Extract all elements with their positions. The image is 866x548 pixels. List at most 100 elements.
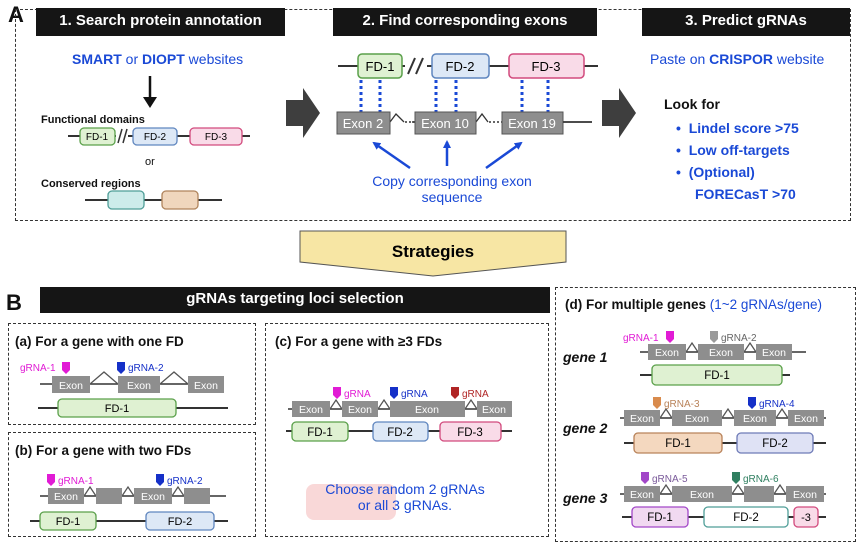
bullet-dot: • [676, 164, 689, 180]
fd3-partial-label: -3 [801, 512, 811, 524]
fd2-label: FD-2 [762, 438, 788, 450]
copy-line-1: Copy corresponding exon [372, 173, 532, 189]
exon-label: Exon [194, 380, 218, 392]
conserved-region-2 [161, 190, 199, 210]
note-line-2: or all 3 gRNAs. [357, 497, 453, 513]
criteria-lindel: Lindel score >75 [688, 120, 799, 136]
grna6-label: gRNA-6 [743, 474, 779, 485]
fd1-label: FD-1 [307, 427, 333, 439]
grna-marker-icon [666, 331, 674, 343]
grna1-label: gRNA-1 [58, 476, 94, 487]
smart-label: SMART [72, 51, 122, 67]
websites-suffix: websites [184, 51, 244, 67]
step1-fd-row: FD-1 FD-2 FD-3 [68, 127, 250, 146]
bullet-dot: • [676, 120, 689, 136]
subpanel-c-title: (c) For a gene with ≥3 FDs [275, 334, 443, 349]
exon-label: Exon [482, 404, 506, 416]
fd1-label: FD-1 [56, 516, 80, 528]
exon-label: Exon [141, 491, 165, 503]
exon-label: Exon [794, 413, 818, 425]
criteria-offtarget: Low off-targets [688, 142, 790, 158]
right-arrow-icon [602, 88, 636, 138]
grna5-label: gRNA-5 [652, 474, 688, 485]
step2-domain-row: FD-1 FD-2 FD-3 [338, 53, 598, 112]
grna-label: gRNA [344, 389, 371, 400]
grna3-label: gRNA-3 [664, 399, 700, 410]
panel-b-letter: B [6, 290, 22, 315]
criteria-item-1: • Lindel score >75 [676, 117, 799, 139]
step1-websites: SMART or DIOPT websites [72, 51, 243, 67]
criteria-item-3: • (Optional) [676, 161, 799, 183]
exon-label: Exon [690, 489, 714, 501]
subpanel-c-frame [265, 323, 549, 537]
step2-exon-row: Exon 2 Exon 10 Exon 19 [336, 111, 592, 135]
exon-2-label: Exon 2 [343, 116, 383, 131]
paste-crispor-text: Paste on CRISPOR website [650, 51, 824, 67]
fd1-label: FD-1 [86, 132, 109, 143]
exon-label: Exon [743, 413, 767, 425]
grna2-label: gRNA-2 [167, 476, 203, 487]
right-arrow-icon [286, 88, 320, 138]
gene1-diagram: Exon Exon Exon FD-1 gRNA-1 gRNA-2 [623, 331, 806, 386]
step2-fd2-label: FD-2 [446, 59, 475, 74]
grna2-label: gRNA-2 [721, 333, 757, 344]
fd1-label: FD-1 [647, 512, 673, 524]
strategies-arrow [299, 230, 567, 277]
grna-marker-icon [117, 362, 125, 374]
exon-label: Exon [793, 489, 817, 501]
fd1-label: FD-1 [105, 403, 129, 415]
copy-line-2: sequence [421, 189, 483, 205]
or-word: or [121, 51, 143, 67]
grna2-label: gRNA-2 [128, 363, 164, 374]
grna-marker-icon [710, 331, 718, 343]
gene2-diagram: Exon Exon Exon Exon FD-1 FD-2 gRNA-3 gRN… [620, 397, 826, 454]
grna4-label: gRNA-4 [759, 399, 795, 410]
exon-label: Exon [655, 347, 679, 359]
gene1-label: gene 1 [563, 349, 608, 365]
grna-marker-icon [653, 397, 661, 409]
exon-label: Exon [415, 404, 439, 416]
note-line-1: Choose random 2 gRNAs [325, 481, 485, 497]
subpanel-b-title: (b) For a gene with two FDs [15, 443, 192, 458]
copy-arrows [372, 140, 523, 170]
grna-marker-icon [390, 387, 398, 399]
subpanel-a-frame [8, 323, 256, 425]
panel-b-header: gRNAs targeting loci selection [40, 287, 550, 313]
bullet-dot: • [676, 142, 689, 158]
subpanel-d-title-suffix: (1~2 gRNAs/gene) [709, 297, 822, 312]
subpanel-a-diagram: Exon Exon Exon FD-1 gRNA-1 gRNA-2 [20, 362, 228, 418]
grna-marker-icon [451, 387, 459, 399]
fd2-label: FD-2 [733, 512, 759, 524]
step2-fd1-label: FD-1 [366, 59, 395, 74]
exon-19-label: Exon 19 [508, 116, 556, 131]
grna-marker-icon [62, 362, 70, 374]
functional-domains-label: Functional domains [41, 114, 145, 126]
subpanel-c-diagram: Exon Exon Exon Exon FD-1 FD-2 FD-3 gRNA … [286, 387, 512, 442]
step2-header: 2. Find corresponding exons [333, 8, 597, 36]
conserved-region-1 [107, 190, 145, 210]
strategies-label: Strategies [392, 242, 474, 261]
exon-label: Exon [762, 347, 786, 359]
grna-label: gRNA [462, 389, 489, 400]
fd3-domain [189, 127, 243, 146]
subpanel-b-diagram: Exon Exon FD-1 FD-2 gRNA-1 gRNA-2 [30, 474, 228, 531]
grna-marker-icon [47, 474, 55, 486]
grna-marker-icon [732, 472, 740, 484]
down-arrow-icon [143, 76, 157, 108]
crispor-label: CRISPOR [709, 51, 773, 67]
random-grna-note-bg [306, 484, 396, 520]
grna-marker-icon [333, 387, 341, 399]
subpanel-a-title: (a) For a gene with one FD [15, 334, 184, 349]
step3-header: 3. Predict gRNAs [642, 8, 850, 36]
criteria-item-4: FORECasT >70 [676, 183, 799, 205]
exon-label: Exon [299, 404, 323, 416]
fd3-label: FD-3 [457, 427, 483, 439]
copy-exon-text: Copy corresponding exon sequence [352, 173, 552, 205]
fd2-domain [132, 127, 178, 146]
fd1-label: FD-1 [665, 438, 691, 450]
fd2-label: FD-2 [144, 132, 167, 143]
grna1-label: gRNA-1 [623, 333, 659, 344]
exon-label: Exon [348, 404, 372, 416]
